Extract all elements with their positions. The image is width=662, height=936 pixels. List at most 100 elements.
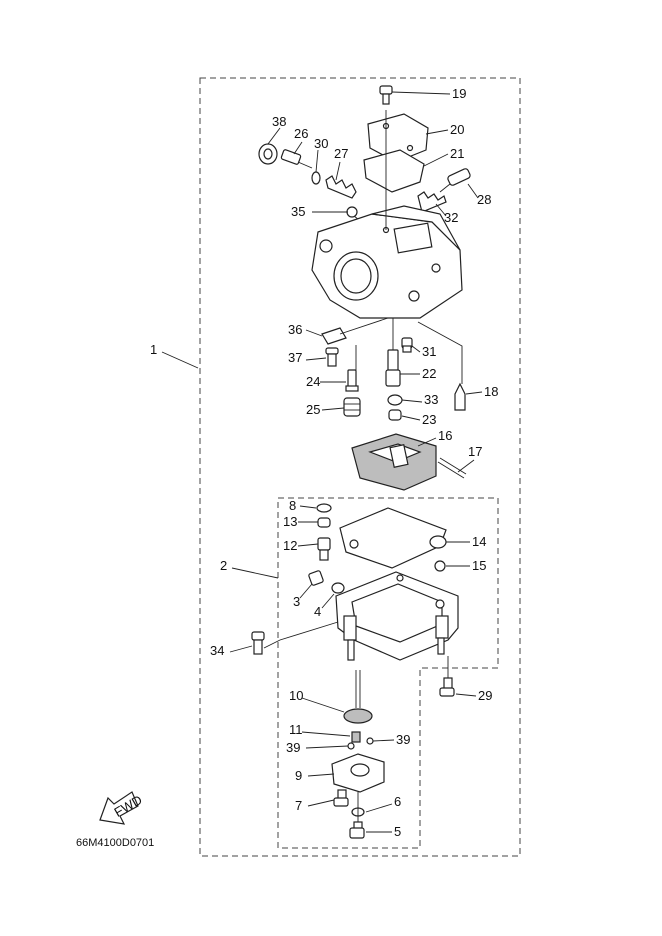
drawing-code: 66M4100D0701 <box>76 837 154 849</box>
callout-19: 19 <box>452 86 466 101</box>
callouts: 1234567891011121314151617181920212223242… <box>150 86 498 839</box>
callout-34: 34 <box>210 643 224 658</box>
leader-line-34 <box>229 645 253 653</box>
callout-30: 30 <box>314 136 328 151</box>
part-22-main-nozzle <box>385 349 401 387</box>
part-21-gasket <box>363 149 425 193</box>
callout-32: 32 <box>444 210 458 225</box>
callout-9: 9 <box>295 768 302 783</box>
leader-line-10 <box>301 697 345 713</box>
leader-line-2 <box>231 567 279 579</box>
part-30-o-ring <box>311 171 321 185</box>
callout-29: 29 <box>478 688 492 703</box>
callout-15: 15 <box>472 558 486 573</box>
part-10-plunger <box>343 670 373 724</box>
leader-line-6 <box>365 803 393 813</box>
part-19-screw <box>379 85 393 105</box>
callout-21: 21 <box>450 146 464 161</box>
part-15-seal <box>434 560 446 572</box>
callout-23: 23 <box>422 412 436 427</box>
leader-line-7 <box>307 799 335 807</box>
callout-12: 12 <box>283 538 297 553</box>
part-31-jet <box>401 337 413 353</box>
callout-39: 39 <box>396 732 410 747</box>
callout-17: 17 <box>468 444 482 459</box>
leader-line-21 <box>423 153 449 167</box>
callout-25: 25 <box>306 402 320 417</box>
callout-39: 39 <box>286 740 300 755</box>
carburetor-assembly-boundary <box>199 77 521 857</box>
part-37-screw <box>325 347 339 367</box>
leader-line-37 <box>305 357 327 361</box>
leader-line-4 <box>321 593 335 609</box>
part-13-plug <box>317 517 331 528</box>
part-28-screw <box>439 168 471 193</box>
callout-5: 5 <box>394 824 401 839</box>
leader-line-23 <box>401 415 421 421</box>
fwd-label: FWD <box>112 792 145 820</box>
part-9-cover <box>331 753 385 793</box>
leader-line-33 <box>401 399 423 403</box>
callout-27: 27 <box>334 146 348 161</box>
callout-35: 35 <box>291 204 305 219</box>
callout-26: 26 <box>294 126 308 141</box>
part-16-float <box>351 433 437 491</box>
callout-3: 3 <box>293 594 300 609</box>
part-33-o-ring <box>387 394 403 406</box>
callout-1: 1 <box>150 342 157 357</box>
callout-2: 2 <box>220 558 227 573</box>
leader-line-11 <box>301 731 351 737</box>
callout-24: 24 <box>306 374 320 389</box>
leader-line-28 <box>467 183 479 199</box>
leader-line-36 <box>305 329 323 337</box>
part-8-clip <box>316 503 332 513</box>
float-chamber <box>335 571 459 661</box>
part-3-screw <box>308 570 324 586</box>
leader-line-26 <box>293 141 303 155</box>
leader-line-30 <box>315 149 319 173</box>
leader-line-16 <box>417 437 437 447</box>
callout-20: 20 <box>450 122 464 137</box>
leader-line-18 <box>465 391 483 395</box>
leader-line-32 <box>435 203 447 217</box>
part-39-o-ring-left <box>347 742 355 750</box>
part-18-needle-valve <box>454 382 466 411</box>
part-12-drain-screw <box>317 537 331 561</box>
leader-line-12 <box>297 543 319 547</box>
leader-line-31 <box>411 345 421 353</box>
callout-6: 6 <box>394 794 401 809</box>
leader-line-9 <box>307 773 335 777</box>
callout-7: 7 <box>295 798 302 813</box>
part-23-plug <box>388 409 402 421</box>
leader-line-3 <box>299 583 313 599</box>
part-14-gasket <box>339 507 447 569</box>
callout-14: 14 <box>472 534 486 549</box>
callout-8: 8 <box>289 498 296 513</box>
part-17-pin <box>437 457 467 479</box>
leader-line-19 <box>391 91 451 95</box>
leader-line-1 <box>161 351 199 369</box>
leader-line-39 <box>305 745 349 749</box>
leader-line-38 <box>267 127 281 145</box>
callout-28: 28 <box>477 192 491 207</box>
part-29-screw <box>439 677 455 697</box>
part-39-o-ring-right <box>366 737 374 745</box>
callout-38: 38 <box>272 114 286 129</box>
float-chamber-boundary <box>277 497 499 849</box>
part-27-spring <box>325 175 357 199</box>
leader-line-20 <box>425 129 449 135</box>
leader-line-25 <box>321 407 345 411</box>
callout-13: 13 <box>283 514 297 529</box>
callout-10: 10 <box>289 688 303 703</box>
part-5-drain-screw <box>349 821 365 839</box>
part-34-screw <box>251 631 265 655</box>
callout-36: 36 <box>288 322 302 337</box>
carburetor-body <box>311 110 463 319</box>
callout-31: 31 <box>422 344 436 359</box>
callout-11: 11 <box>289 722 303 737</box>
leader-line-29 <box>455 693 477 697</box>
fwd-arrow-icon: FWD <box>99 791 145 825</box>
part-32-spring <box>417 191 447 213</box>
leader-line-39 <box>372 739 395 742</box>
